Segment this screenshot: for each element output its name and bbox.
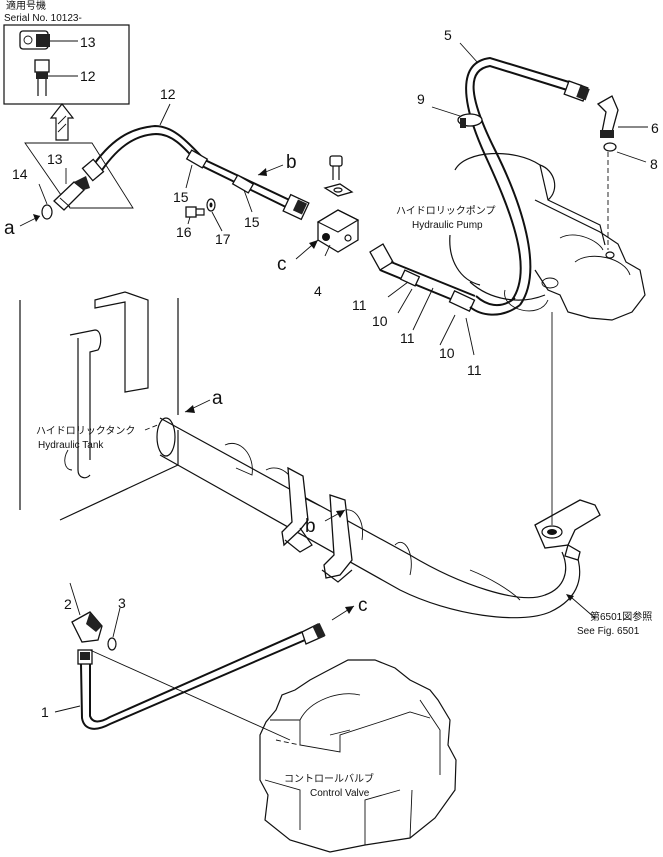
leader-lines — [38, 42, 648, 741]
washer-17 — [206, 198, 216, 212]
hydraulic-pump — [449, 152, 646, 321]
callout-11-a: 11 — [352, 297, 367, 313]
hose-1 — [77, 622, 326, 730]
callout-12: 12 — [160, 86, 176, 102]
hydraulic-tank — [19, 291, 179, 521]
callout-10-a: 10 — [372, 313, 388, 329]
control-valve — [259, 659, 457, 853]
callout-11-c: 11 — [467, 362, 482, 378]
mark-c-mid: c — [277, 254, 287, 275]
callout-14: 14 — [12, 166, 28, 182]
callout-16: 16 — [176, 224, 192, 240]
callout-3: 3 — [118, 595, 126, 611]
callout-4: 4 — [314, 283, 322, 299]
callout-9: 9 — [417, 91, 425, 107]
tank-label-jp: ハイドロリックタンク — [36, 425, 135, 437]
hose-5 — [465, 56, 590, 306]
inset-pointer-arrow — [49, 103, 75, 141]
clamp-9 — [457, 113, 483, 128]
serial-inset: 適用号機 Serial No. 10123- 13 12 — [3, 0, 130, 105]
pump-label-jp: ハイドロリックポンプ — [396, 205, 496, 217]
callout-15-a: 15 — [173, 189, 189, 205]
callout-numbers: 2 3 1 4 5 6 8 9 10 10 11 11 11 12 13 14 … — [12, 27, 659, 720]
inset-hose-fitting — [34, 59, 50, 96]
connection-c-mid: c — [277, 239, 319, 275]
o-ring-8 — [603, 142, 617, 152]
mark-a-left: a — [4, 218, 15, 239]
elbow-fitting-6 — [596, 95, 619, 138]
reference-jp: 第6501図参照 — [590, 610, 652, 623]
callout-8: 8 — [650, 156, 658, 172]
callout-1: 1 — [41, 704, 49, 720]
inset-label-12: 12 — [80, 68, 96, 84]
mark-a-tank: a — [212, 388, 223, 409]
callout-15-b: 15 — [244, 214, 260, 230]
callout-13: 13 — [47, 151, 63, 167]
inset-label-13: 13 — [80, 34, 96, 50]
o-ring-3 — [107, 637, 117, 651]
callout-11-b: 11 — [400, 330, 415, 346]
component-labels: ハイドロリックポンプ Hydraulic Pump ハイドロリックタンク Hyd… — [36, 205, 652, 799]
callout-2: 2 — [64, 596, 72, 612]
connection-c-bottom: c — [331, 595, 368, 621]
callout-6: 6 — [651, 120, 659, 136]
reference-en: See Fig. 6501 — [577, 626, 640, 637]
connection-a-left: a — [4, 214, 41, 239]
valve-label-jp: コントロールバルブ — [284, 772, 374, 785]
inset-elbow-fitting — [19, 30, 50, 50]
inset-title-jp: 適用号機 — [6, 0, 46, 12]
block-4 — [316, 209, 360, 253]
suction-pipe — [156, 417, 581, 619]
connection-b-bottom: b — [305, 509, 346, 537]
hose-12 — [81, 124, 310, 221]
pump-label-en: Hydraulic Pump — [412, 220, 483, 231]
bolt-16 — [185, 206, 205, 218]
valve-label-en: Control Valve — [310, 788, 370, 799]
pipe-assembly-11 — [369, 243, 521, 316]
mark-b-bottom: b — [305, 516, 316, 537]
detail-plane — [24, 142, 134, 209]
inset-frame — [3, 24, 130, 105]
callout-10-b: 10 — [439, 345, 455, 361]
o-ring-14 — [41, 204, 53, 220]
elbow-fitting-2 — [71, 611, 103, 643]
pump-flange — [534, 312, 601, 561]
bolt-top — [323, 155, 354, 197]
connection-b-top: b — [257, 152, 297, 176]
tank-label-en: Hydraulic Tank — [38, 440, 104, 451]
callout-5: 5 — [444, 27, 452, 43]
inset-serial: Serial No. 10123- — [4, 13, 82, 24]
elbow-fitting-13 — [53, 176, 90, 211]
mark-c-bottom: c — [358, 595, 368, 616]
callout-17: 17 — [215, 231, 231, 247]
mark-b-top: b — [286, 152, 297, 173]
pipe-brackets — [281, 466, 353, 583]
connection-a-tank: a — [144, 388, 223, 431]
